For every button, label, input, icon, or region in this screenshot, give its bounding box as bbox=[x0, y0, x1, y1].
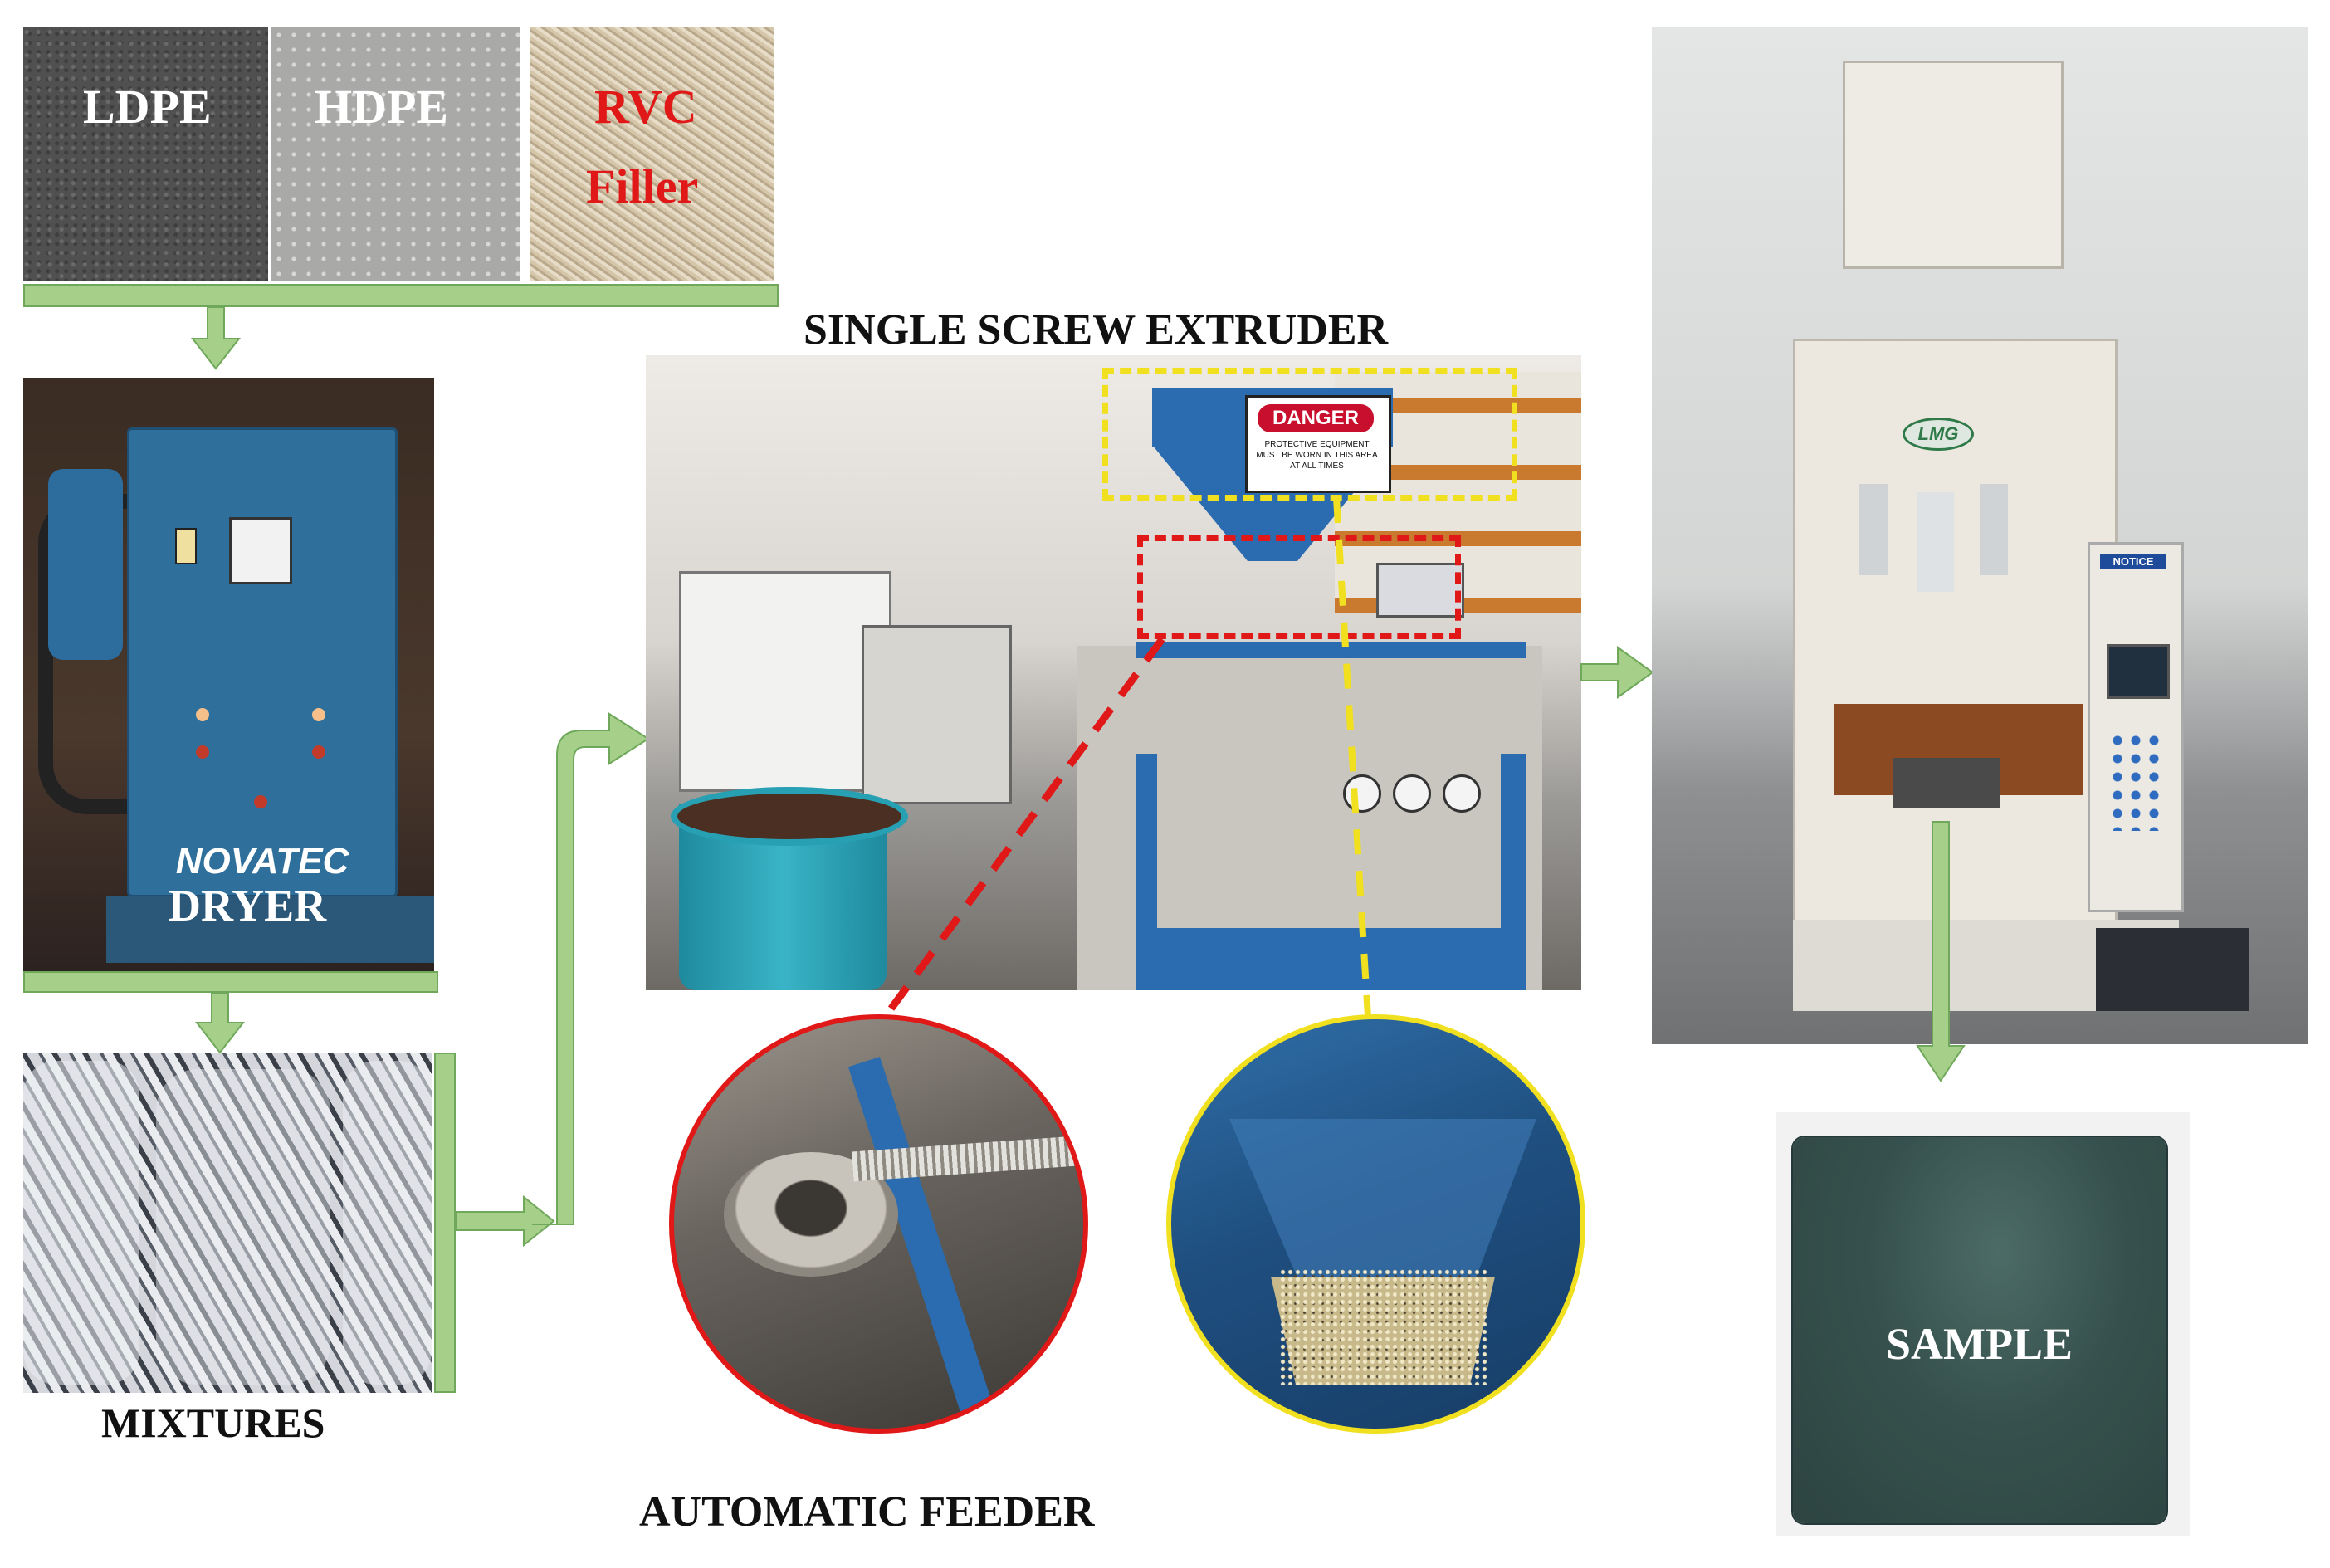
press-notice-sign: NOTICE bbox=[2100, 554, 2166, 569]
dryer-body: NOVATEC bbox=[127, 427, 398, 897]
blue-barrel-rim bbox=[671, 787, 908, 846]
hopper-detail-photo bbox=[1166, 1014, 1585, 1434]
dryer-photo: NOVATEC DRYER bbox=[23, 378, 434, 971]
press-piston-center bbox=[1917, 492, 1954, 592]
arrow-mixtures-to-extruder bbox=[455, 712, 650, 1248]
dryer-base bbox=[106, 896, 434, 963]
press-top-unit bbox=[1843, 61, 2064, 269]
hopper-pellets bbox=[1279, 1268, 1487, 1385]
dryer-indicator-light-1 bbox=[196, 708, 209, 721]
dryer-indicator-light-3 bbox=[196, 745, 209, 759]
extruder-title: SINGLE SCREW EXTRUDER bbox=[804, 306, 1389, 354]
mixture-bag-center bbox=[156, 1069, 330, 1385]
extruder-control-box bbox=[862, 625, 1012, 804]
hdpe-label: HDPE bbox=[315, 80, 449, 134]
arrow-down-to-dryer bbox=[190, 306, 242, 370]
mixtures-side-bar bbox=[434, 1053, 456, 1393]
press-mold bbox=[1893, 758, 2000, 808]
press-photo: LMG NOTICE bbox=[1652, 27, 2308, 1044]
mixtures-label: MIXTURES bbox=[101, 1399, 325, 1446]
dryer-underline-bar bbox=[23, 971, 438, 993]
extruder-photo: DANGER PROTECTIVE EQUIPMENT MUST BE WORN… bbox=[646, 355, 1581, 990]
arrow-down-to-mixtures bbox=[194, 992, 246, 1054]
press-piston-left bbox=[1859, 484, 1888, 575]
press-touchscreen bbox=[2107, 644, 2170, 699]
mixture-bag-left bbox=[23, 1061, 139, 1385]
danger-sign: DANGER PROTECTIVE EQUIPMENT MUST BE WORN… bbox=[1245, 395, 1391, 493]
sample-label: SAMPLE bbox=[1886, 1319, 2074, 1369]
press-control-panel: NOTICE bbox=[2088, 542, 2184, 912]
press-brand: LMG bbox=[1903, 418, 1974, 451]
press-side-cabinet bbox=[2096, 928, 2249, 1011]
arrow-extruder-to-press bbox=[1580, 646, 1654, 699]
feeder-unit bbox=[1376, 563, 1464, 618]
dryer-indicator-light-5 bbox=[254, 795, 267, 808]
press-piston-right bbox=[1980, 484, 2008, 575]
mixture-bag-right bbox=[343, 1061, 432, 1385]
extruder-base bbox=[1136, 928, 1526, 990]
feeder-connector-line bbox=[885, 637, 1165, 1015]
sample-plate bbox=[1793, 1137, 2166, 1523]
extruder-control-cabinet bbox=[679, 571, 891, 792]
sample-photo: SAMPLE bbox=[1776, 1112, 2190, 1536]
hdpe-photo: HDPE bbox=[271, 27, 520, 281]
pressure-gauge-3 bbox=[1443, 774, 1481, 813]
danger-sign-title: DANGER bbox=[1258, 404, 1374, 432]
ldpe-photo: LDPE bbox=[23, 27, 268, 281]
dryer-cylinder bbox=[48, 469, 123, 660]
arrow-press-to-sample bbox=[1916, 821, 1966, 1082]
materials-underline-bar bbox=[23, 284, 779, 307]
press-button-grid bbox=[2108, 731, 2163, 831]
danger-sign-text: PROTECTIVE EQUIPMENT MUST BE WORN IN THI… bbox=[1256, 440, 1378, 471]
feeder-highlight-box bbox=[1137, 535, 1461, 639]
feeder-detail-photo bbox=[669, 1014, 1088, 1434]
extruder-frame-top-rail bbox=[1136, 642, 1526, 658]
automatic-feeder-label: AUTOMATIC FEEDER bbox=[639, 1488, 1095, 1536]
pressure-gauge-2 bbox=[1393, 774, 1431, 813]
dryer-indicator-light-2 bbox=[312, 708, 325, 721]
dryer-label: DRYER bbox=[169, 881, 327, 931]
pressure-gauge-1 bbox=[1343, 774, 1381, 813]
dryer-power-switch bbox=[175, 528, 197, 564]
rvc-label-line1: RVC bbox=[594, 80, 697, 134]
hopper-highlight-box bbox=[1102, 368, 1517, 501]
dryer-indicator-light-4 bbox=[312, 745, 325, 759]
rvc-filler-photo: RVC Filler bbox=[530, 27, 774, 281]
ldpe-label: LDPE bbox=[83, 80, 212, 134]
hopper-connector-line bbox=[1333, 497, 1371, 1018]
rvc-label-line2: Filler bbox=[586, 159, 699, 213]
dryer-display bbox=[229, 517, 292, 584]
dryer-brand: NOVATEC bbox=[175, 841, 349, 882]
mixtures-photo bbox=[23, 1053, 432, 1393]
